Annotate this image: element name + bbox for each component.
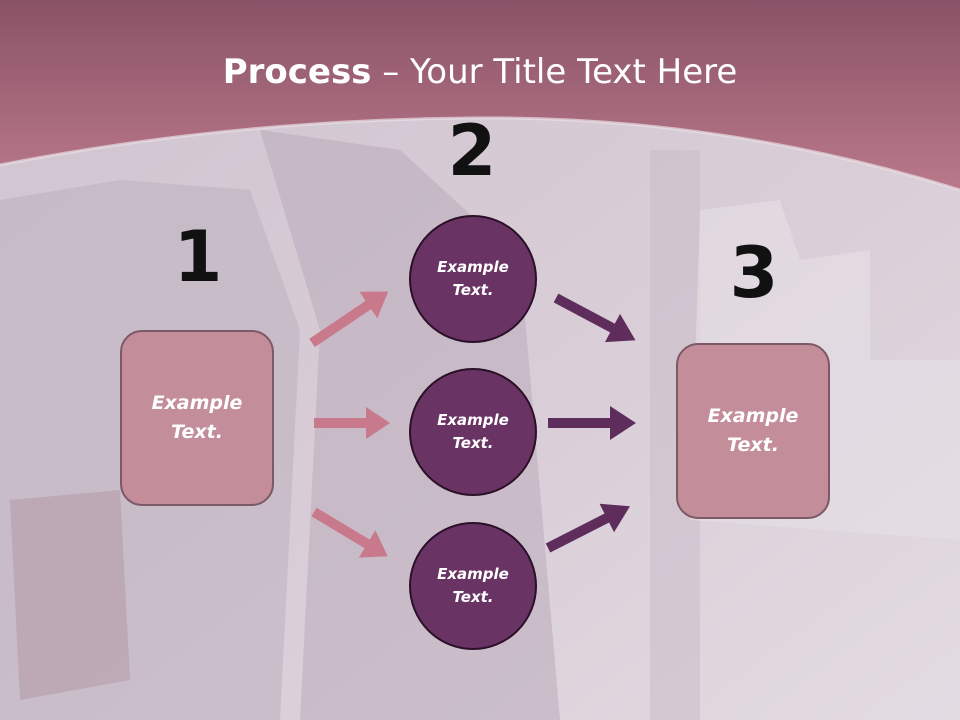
title-bold: Process xyxy=(222,52,372,92)
input-box-label: Example Text. xyxy=(151,392,243,443)
output-box: Example Text. xyxy=(676,343,830,519)
process-circle-bottom-label: Example Text. xyxy=(437,565,509,606)
process-circle-middle-label: Example Text. xyxy=(437,411,509,452)
arrow-to-bottom-circle xyxy=(311,507,388,558)
process-circle-top-label: Example Text. xyxy=(437,258,509,299)
scene-book xyxy=(10,490,130,700)
arrow-top-circle-to-output xyxy=(553,293,636,343)
slide-title: Process – Your Title Text Here xyxy=(0,52,960,92)
arrow-bottom-circle-to-output xyxy=(545,503,630,553)
arrow-middle-circle-to-output xyxy=(548,406,636,440)
step-number-3: 3 xyxy=(729,232,779,314)
step-number-2: 2 xyxy=(447,110,497,192)
header-band xyxy=(0,0,960,190)
title-rest: – Your Title Text Here xyxy=(371,52,738,92)
arrow-to-middle-circle xyxy=(314,407,390,439)
process-circle-bottom: Example Text. xyxy=(409,522,537,650)
input-box: Example Text. xyxy=(120,330,274,506)
output-box-label: Example Text. xyxy=(707,405,799,456)
pink-arrows xyxy=(309,291,390,558)
process-circle-top: Example Text. xyxy=(409,215,537,343)
arrow-to-top-circle xyxy=(309,291,389,348)
header-curve-line xyxy=(0,116,960,192)
scene-pillar xyxy=(650,150,700,720)
purple-arrows xyxy=(545,293,636,553)
step-number-1: 1 xyxy=(173,216,223,298)
process-circle-middle: Example Text. xyxy=(409,368,537,496)
